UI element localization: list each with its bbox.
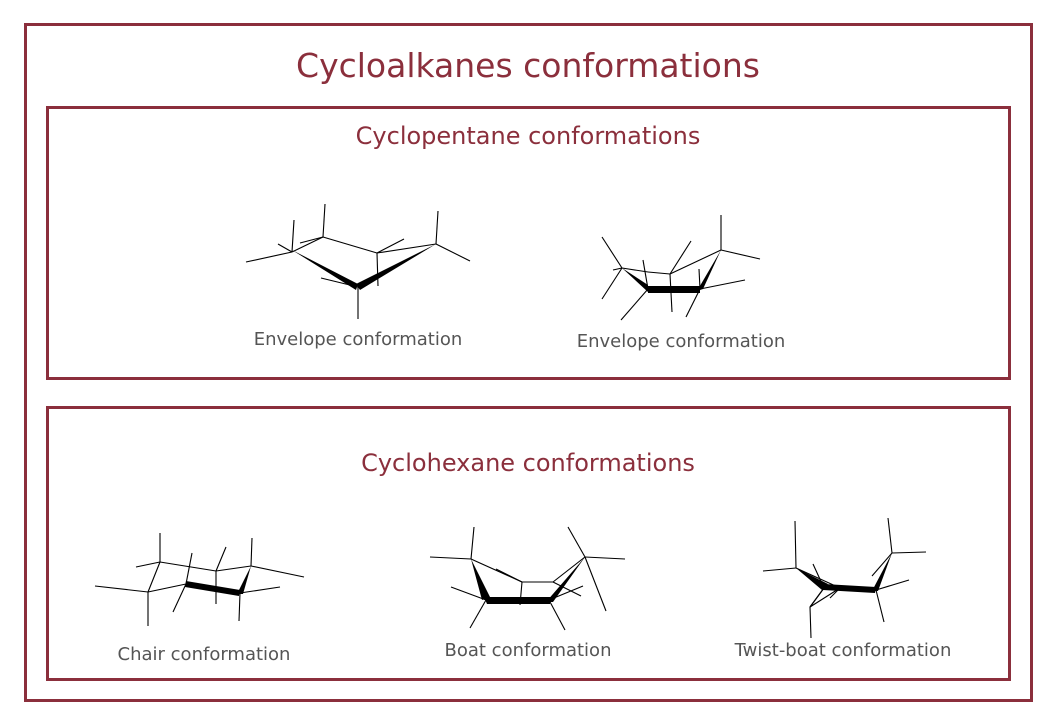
boat-conformation-structure (429, 526, 626, 631)
twist-boat-conformation-label: Twist-boat conformation (734, 640, 952, 661)
ring-wedge-front (823, 584, 876, 593)
ring-wedge-front (484, 597, 551, 604)
envelope-conformation-label-1: Envelope conformation (253, 329, 463, 350)
ring-wedge-right (237, 566, 251, 594)
ring-wedge-front-left (292, 250, 358, 290)
cyclohexane-section-title: Cyclohexane conformations (361, 449, 695, 477)
envelope-conformation-label-2: Envelope conformation (576, 331, 786, 352)
boat-conformation-label: Boat conformation (444, 640, 612, 661)
ring-wedge-right (872, 553, 892, 591)
ring-wedge-front (185, 581, 240, 596)
outer-frame (24, 23, 1033, 702)
diagram-title: Cycloalkanes conformations (296, 46, 760, 85)
cyclopentane-panel (46, 106, 1011, 380)
cyclopentane-section-title: Cyclopentane conformations (355, 122, 701, 150)
ring-wedge-right (546, 557, 585, 602)
cyclohexane-panel (46, 406, 1011, 681)
envelope-conformation-structure-2 (601, 215, 761, 321)
chair-conformation-structure (94, 533, 305, 626)
twist-boat-conformation-structure (762, 517, 927, 639)
ring-wedge-front (648, 286, 700, 293)
envelope-conformation-structure-1 (245, 203, 471, 319)
ring-wedge-left (622, 268, 648, 292)
ring-wedge-right (697, 250, 721, 291)
ring-wedge-left (796, 568, 828, 590)
ring-wedge-left (471, 559, 490, 600)
chair-conformation-label: Chair conformation (117, 644, 291, 665)
ring-wedge-front-right (356, 244, 436, 290)
